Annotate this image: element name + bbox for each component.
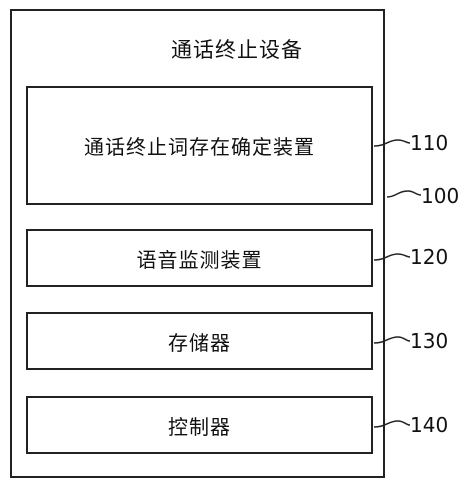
leader-line-140 bbox=[373, 420, 411, 428]
leader-line-110 bbox=[373, 139, 411, 147]
component-label: 通话终止词存在确定装置 bbox=[84, 135, 315, 159]
controller-box: 控制器 bbox=[26, 396, 373, 454]
leader-line-120 bbox=[373, 253, 411, 261]
voice-monitoring-device-box: 语音监测装置 bbox=[26, 229, 373, 287]
call-termination-word-detector-box: 通话终止词存在确定装置 bbox=[26, 86, 373, 205]
device-title: 通话终止设备 bbox=[171, 38, 303, 62]
ref-120: 120 bbox=[410, 245, 449, 269]
component-label: 存储器 bbox=[168, 330, 231, 355]
component-label: 控制器 bbox=[168, 414, 231, 439]
leader-line-100 bbox=[386, 190, 422, 198]
memory-box: 存储器 bbox=[26, 312, 373, 370]
leader-line-130 bbox=[373, 336, 411, 344]
ref-130: 130 bbox=[410, 329, 449, 353]
ref-110: 110 bbox=[410, 131, 449, 155]
component-label: 语音监测装置 bbox=[136, 247, 263, 272]
ref-100: 100 bbox=[421, 184, 460, 208]
ref-140: 140 bbox=[410, 413, 449, 437]
